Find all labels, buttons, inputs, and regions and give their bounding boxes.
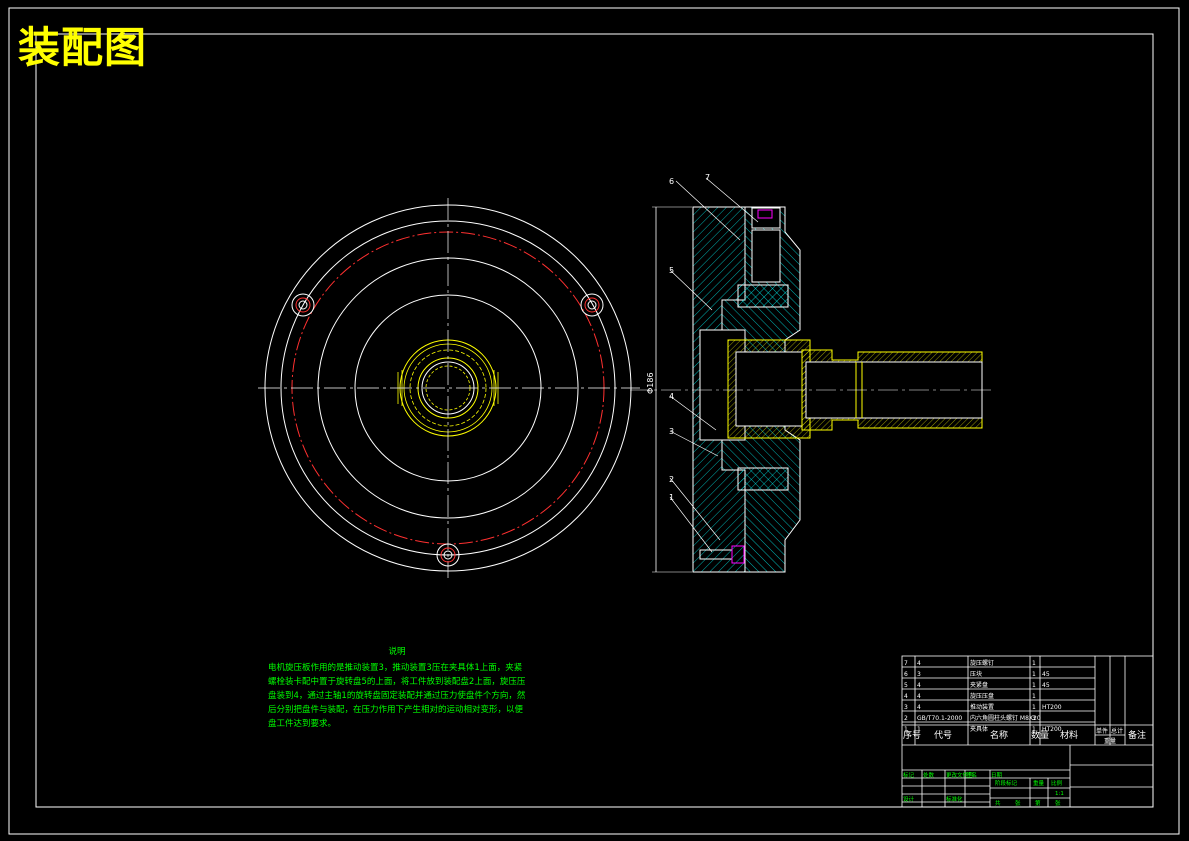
bom-cell-name: 旋压压盘: [970, 692, 994, 700]
notes-heading: 说明: [388, 647, 406, 657]
bom-cell-qty: 1: [1032, 682, 1036, 689]
bom-header-no: 序号: [903, 729, 921, 741]
bom-header-remark: 备注: [1128, 729, 1146, 741]
bom-header-name: 名称: [990, 729, 1008, 741]
sheet-label: 共: [995, 799, 1001, 807]
stage-label: 阶段标记: [995, 779, 1018, 787]
bom-cell-material: 45: [1042, 671, 1050, 678]
part-label-6: 6: [669, 177, 674, 186]
bolt-hole-top-right: [580, 293, 604, 317]
sheet-label: 第: [1035, 799, 1041, 807]
bom-cell-code: 1: [917, 726, 921, 733]
stage-label: 比例: [1051, 779, 1063, 787]
part-label-4: 4: [669, 392, 674, 401]
bom-header-code: 代号: [934, 730, 952, 741]
bom-cell-name: 内六角圆柱头螺钉 M8X20: [970, 714, 1041, 722]
bom-cell-name: 压块: [970, 670, 982, 678]
bom-header-weight-total: 总计: [1111, 727, 1123, 735]
part-label-1: 1: [669, 493, 674, 502]
sheet-label: 张: [1055, 799, 1061, 807]
bolt-hole-bottom: [436, 543, 460, 567]
bom-cell-code: 4: [917, 660, 921, 667]
stage-label: 重量: [1033, 779, 1045, 787]
part-label-7: 7: [705, 173, 710, 182]
sign-row-cell: 处数: [923, 771, 935, 779]
title-block: [901, 655, 1154, 808]
bom-cell-qty: 1: [1032, 704, 1036, 711]
bom-cell-no: 6: [904, 671, 908, 678]
bom-cell-material: 45: [1042, 682, 1050, 689]
title-block-lower: 标记处数 更改文件号签名 日期设计 标准化 阶段标记 重量比例 1:1 共 张 第 张: [903, 771, 1064, 807]
sign-row-cell: 日期: [991, 772, 1003, 779]
part-label-3: 3: [669, 427, 674, 436]
dimension-label: Φ186: [646, 372, 655, 394]
bom-cell-no: 5: [904, 682, 908, 689]
part-label-5: 5: [669, 266, 674, 275]
bom-cell-material: HT200: [1042, 704, 1062, 711]
bom-header-qty: 数量: [1031, 729, 1049, 741]
technical-notes: 说明 电机旋压板作用的是推动装置3，推动装置3压在夹具体1上面，夹紧螺栓装卡配中…: [268, 645, 526, 731]
bom-cell-code: GB/T70.1-2000: [917, 715, 962, 722]
bom-cell-no: 7: [904, 660, 908, 667]
bom-header-weight-single: 单件: [1096, 727, 1108, 735]
bom-cell-no: 1: [904, 726, 908, 733]
inner-frame: [35, 33, 1154, 808]
bolt-hole-top-left: [291, 293, 315, 317]
bom-cell-no: 2: [904, 715, 908, 722]
drawing-title: 装配图: [18, 23, 148, 72]
notes-body: 电机旋压板作用的是推动装置3，推动装置3压在夹具体1上面，夹紧螺栓装卡配中置于旋…: [268, 663, 526, 729]
bom-cell-no: 3: [904, 704, 908, 711]
standard-label: 标准化: [946, 795, 963, 803]
section-view: [630, 177, 995, 573]
bom-cell-name: 夹具体: [970, 725, 988, 733]
scale-value: 1:1: [1055, 791, 1064, 797]
bom-cell-name: 推动装置: [970, 703, 994, 711]
bom-cell-name: 旋压螺钉: [970, 659, 994, 667]
bom-cell-code: 4: [917, 693, 921, 700]
bom-cell-material: HT200: [1042, 726, 1062, 733]
bom-cell-code: 3: [917, 671, 921, 678]
part-label-2: 2: [669, 475, 674, 484]
bom-cell-qty: 1: [1032, 660, 1036, 667]
bom-cell-code: 4: [917, 682, 921, 689]
bom-cell-name: 夹紧盘: [970, 681, 988, 689]
bom-header-weight: 重量: [1104, 737, 1116, 745]
outer-frame: [8, 7, 1180, 835]
bom-cell-no: 4: [904, 693, 908, 700]
sheet-label: 张: [1015, 799, 1021, 807]
sign-row-cell: 更改文件号: [946, 771, 974, 779]
sign-row-cell: 签名: [966, 771, 977, 779]
bom-cell-qty: 1: [1032, 726, 1036, 733]
bom-cell-qty: 1: [1032, 671, 1036, 678]
bom-cell-qty: 1: [1032, 693, 1036, 700]
bom-cell-code: 4: [917, 704, 921, 711]
front-view: [258, 198, 640, 578]
design-label: 设计: [903, 795, 915, 803]
sign-row-cell: 标记: [903, 771, 915, 779]
bom-cell-qty: 3: [1032, 715, 1036, 722]
bom-header-material: 材料: [1060, 729, 1078, 741]
